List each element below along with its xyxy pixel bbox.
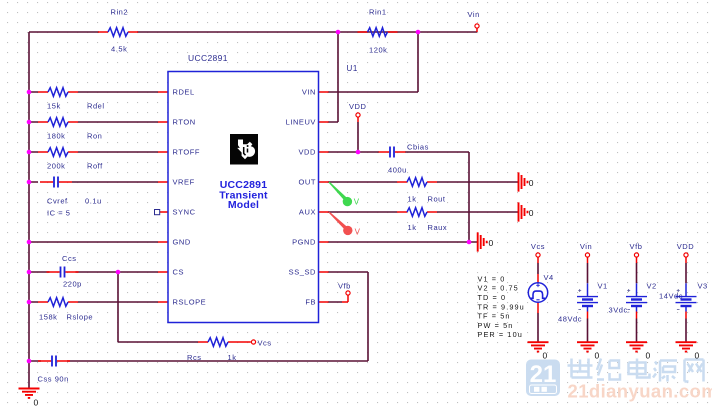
svg-text:CS: CS bbox=[173, 268, 185, 277]
svg-text:0: 0 bbox=[595, 351, 600, 361]
svg-text:V: V bbox=[354, 198, 360, 207]
svg-text:TD = 0: TD = 0 bbox=[478, 293, 507, 302]
svg-text:Ccs: Ccs bbox=[62, 254, 77, 263]
svg-text:120k: 120k bbox=[369, 46, 387, 55]
svg-text:Cbias: Cbias bbox=[407, 143, 429, 152]
svg-text:48Vdc: 48Vdc bbox=[558, 315, 582, 324]
svg-text:Vfb: Vfb bbox=[338, 282, 351, 291]
svg-text:Ron: Ron bbox=[87, 132, 102, 141]
svg-text:Roff: Roff bbox=[87, 162, 103, 171]
svg-text:Rout: Rout bbox=[428, 195, 446, 204]
svg-text:0: 0 bbox=[489, 238, 494, 248]
svg-text:21dianyuan.com: 21dianyuan.com bbox=[568, 381, 712, 402]
svg-text:V3: V3 bbox=[698, 282, 708, 291]
svg-text:Vin: Vin bbox=[468, 10, 480, 19]
svg-text:VDD: VDD bbox=[299, 148, 317, 157]
svg-text:SYNC: SYNC bbox=[173, 208, 196, 217]
svg-text:0: 0 bbox=[695, 351, 700, 361]
svg-text:TR = 9.99u: TR = 9.99u bbox=[478, 302, 525, 311]
svg-text:VDD: VDD bbox=[677, 242, 695, 251]
svg-text:IC = 5: IC = 5 bbox=[47, 209, 71, 218]
svg-text:PER = 10u: PER = 10u bbox=[478, 330, 523, 339]
svg-text:GND: GND bbox=[173, 238, 191, 247]
svg-text:RTOFF: RTOFF bbox=[173, 148, 200, 157]
svg-text:1k: 1k bbox=[228, 353, 237, 362]
svg-text:V: V bbox=[355, 228, 361, 237]
svg-text:Cvref: Cvref bbox=[47, 197, 68, 206]
svg-text:15k: 15k bbox=[47, 102, 61, 111]
svg-text:VREF: VREF bbox=[173, 178, 195, 187]
svg-text:400u: 400u bbox=[388, 166, 407, 175]
svg-text:0: 0 bbox=[646, 351, 651, 361]
svg-text:180k: 180k bbox=[47, 132, 65, 141]
svg-text:LINEUV: LINEUV bbox=[286, 118, 316, 127]
svg-text:RTON: RTON bbox=[173, 118, 196, 127]
svg-text:0: 0 bbox=[34, 397, 39, 407]
svg-text:158k: 158k bbox=[39, 313, 57, 322]
svg-text:SS_SD: SS_SD bbox=[289, 268, 316, 277]
svg-text:1k: 1k bbox=[408, 195, 417, 204]
svg-text:V1 = 0: V1 = 0 bbox=[478, 274, 506, 283]
svg-text:Raux: Raux bbox=[428, 223, 448, 232]
svg-text:3Vdc.: 3Vdc. bbox=[609, 306, 631, 315]
svg-text:UCC2891: UCC2891 bbox=[188, 53, 228, 63]
svg-text:OUT: OUT bbox=[299, 178, 316, 187]
svg-text:21: 21 bbox=[530, 361, 557, 388]
svg-text:Rin2: Rin2 bbox=[111, 8, 129, 17]
svg-text:0.1u: 0.1u bbox=[85, 197, 102, 206]
svg-text:Vfb: Vfb bbox=[630, 242, 643, 251]
svg-text:V4: V4 bbox=[544, 273, 554, 282]
svg-text:0: 0 bbox=[529, 178, 534, 188]
svg-text:FB: FB bbox=[305, 298, 316, 307]
svg-text:14Vdc: 14Vdc bbox=[659, 292, 683, 301]
svg-text:TF = 5n: TF = 5n bbox=[478, 312, 511, 321]
svg-text:RSLOPE: RSLOPE bbox=[173, 298, 207, 307]
svg-text:PW = 5n: PW = 5n bbox=[478, 321, 514, 330]
svg-text:RDEL: RDEL bbox=[173, 88, 195, 97]
svg-text:4.5k: 4.5k bbox=[111, 45, 127, 54]
svg-text:V2 = 0.75: V2 = 0.75 bbox=[478, 284, 519, 293]
svg-text:PGND: PGND bbox=[292, 238, 316, 247]
svg-text:220p: 220p bbox=[63, 280, 82, 289]
svg-text:200k: 200k bbox=[47, 162, 65, 171]
svg-text:AUX: AUX bbox=[299, 208, 316, 217]
svg-text:Rslope: Rslope bbox=[67, 313, 94, 322]
svg-text:VIN: VIN bbox=[302, 88, 316, 97]
svg-text:0: 0 bbox=[529, 208, 534, 218]
svg-text:Rdel: Rdel bbox=[87, 102, 105, 111]
svg-text:U1: U1 bbox=[347, 64, 358, 73]
svg-text:Vcs: Vcs bbox=[258, 339, 272, 348]
svg-text:Rin1: Rin1 bbox=[369, 8, 387, 17]
svg-text:VDD: VDD bbox=[349, 102, 367, 111]
svg-text:V1: V1 bbox=[598, 282, 608, 291]
svg-text:Rcs: Rcs bbox=[187, 353, 202, 362]
svg-text:0: 0 bbox=[543, 351, 548, 361]
svg-text:Vin: Vin bbox=[580, 242, 592, 251]
svg-text:Model: Model bbox=[228, 199, 259, 211]
svg-text:1k: 1k bbox=[408, 223, 417, 232]
svg-text:Css 90n: Css 90n bbox=[38, 375, 69, 384]
svg-text:V2: V2 bbox=[647, 282, 657, 291]
svg-text:Vcs: Vcs bbox=[531, 242, 545, 251]
